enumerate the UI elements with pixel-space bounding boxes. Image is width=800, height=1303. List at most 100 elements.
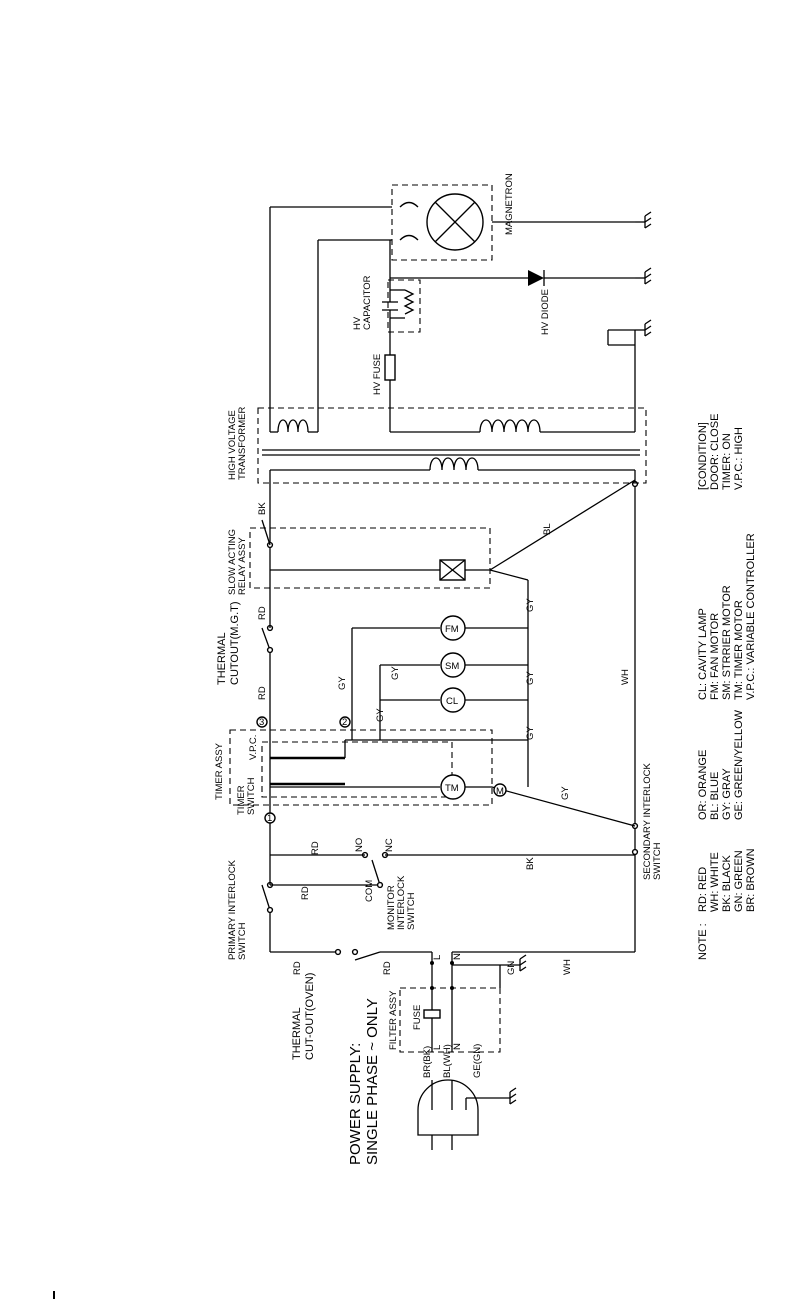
terminal-2 <box>339 716 351 728</box>
monitor-no: NO <box>354 838 365 852</box>
vpc-label: V.P.C. <box>248 735 259 760</box>
wire-label-gy: GY <box>525 726 536 740</box>
filter-l-top: L <box>432 955 443 960</box>
ground-icon <box>635 267 652 285</box>
magnetron-label: MAGNETRON <box>504 173 515 235</box>
condition-item: DOOR: CLOSE <box>709 414 721 490</box>
plug-wire-ge: GE(GN) <box>472 1044 483 1078</box>
terminal-3-label: 3 <box>259 717 264 728</box>
condition-item: [CONDITION] <box>697 422 709 490</box>
note-col2-item: GY: GRAY <box>721 768 733 820</box>
note-col3-item: V.P.C.: VARIABLE CONTROLLER <box>745 533 757 700</box>
hv-fuse-icon <box>384 354 396 381</box>
ground-icon <box>500 954 527 972</box>
wire-label-gy: GY <box>560 786 571 800</box>
secondary-interlock-line2: SWITCH <box>652 842 663 880</box>
stirrer-motor-icon <box>440 652 466 678</box>
cavity-lamp-label: CL <box>446 696 458 707</box>
terminal-1-label: 1 <box>267 813 272 824</box>
monitor-switch-line3: SWITCH <box>406 892 417 930</box>
condition-item: TIMER: ON <box>721 433 733 490</box>
wire-label-bk: BK <box>257 502 268 515</box>
ground-icon <box>635 319 652 337</box>
note-col1-item: GN: GREEN <box>733 850 745 912</box>
condition-item: V.P.C.: HIGH <box>733 427 745 490</box>
thermal-mgt-line2: CUTOUT(M.G.T) <box>229 601 241 685</box>
monitor-switch-line1: MONITOR <box>386 885 397 930</box>
timer-motor-icon <box>440 774 466 800</box>
terminal-3 <box>256 716 268 728</box>
hv-fuse-label: HV FUSE <box>372 354 383 395</box>
timer-switch-line2: SWITCH <box>246 777 257 815</box>
note-col2-item: OR: ORANGE <box>697 750 709 820</box>
thermal-mgt-line1: THERMAL <box>216 632 228 685</box>
cavity-lamp-icon <box>440 687 466 713</box>
relay-assy: SLOW ACTING RELAY ASSY <box>227 519 491 595</box>
secondary-coil <box>479 419 541 433</box>
note-col3-item: CL: CAVITY LAMP <box>697 608 709 700</box>
monitor-switch-line2: INTERLOCK <box>396 875 407 930</box>
note-col1-item: BR: BROWN <box>745 848 757 912</box>
filter-l-bottom: L <box>432 1045 443 1050</box>
wire-label-wh: WH <box>562 959 573 975</box>
primary-interlock-line1: PRIMARY INTERLOCK <box>227 859 238 960</box>
ground-icon <box>509 1087 517 1105</box>
wire-label-gy: GY <box>337 676 348 690</box>
bus-wires <box>261 469 639 988</box>
timer-m-label: M <box>496 786 504 797</box>
hv-diode-icon <box>528 270 544 286</box>
hv-capacitor-line2: CAPACITOR <box>362 275 373 330</box>
wire-label-rd: RD <box>300 886 311 900</box>
filter-fuse-label: FUSE <box>412 1005 423 1030</box>
stirrer-motor-label: SM <box>445 661 459 672</box>
wire-label-gy: GY <box>525 671 536 685</box>
filter-title: FILTER ASSY <box>388 990 399 1050</box>
transformer-line1: HIGH VOLTAGE <box>227 410 238 480</box>
fan-motor-icon <box>440 615 466 641</box>
terminal-1 <box>264 812 276 824</box>
power-supply-line1: POWER SUPPLY: <box>347 1043 364 1165</box>
wire-label-rd: RD <box>292 961 303 975</box>
plug-icon <box>417 1079 479 1136</box>
thermal-oven-line1: THERMAL <box>291 1007 303 1060</box>
relay-line2: RELAY ASSY <box>237 537 248 595</box>
filter-gn: GN <box>506 961 517 975</box>
power-supply: POWER SUPPLY: SINGLE PHASE ~ ONLY BR(BK)… <box>347 998 517 1165</box>
wire-label-wh: WH <box>620 669 631 685</box>
timer-assy-label: TIMER ASSY <box>214 742 225 800</box>
wire-label-rd: RD <box>310 841 321 855</box>
fan-motor-label: FM <box>445 624 459 635</box>
note-col1-item: RD: RED <box>697 867 709 912</box>
wire-label-gy: GY <box>525 598 536 612</box>
secondary-interlock-line1: SECONDARY INTERLOCK <box>642 762 653 880</box>
note-col1-item: WH: WHITE <box>709 852 721 912</box>
primary-coil <box>429 457 479 471</box>
filter-fuse-symbol <box>423 1009 441 1019</box>
primary-interlock-line2: SWITCH <box>237 922 248 960</box>
wire-label-gy: GY <box>375 708 386 722</box>
note-col3-item: SM: STRRIER MOTOR <box>721 585 733 700</box>
wire-label-rd: RD <box>257 686 268 700</box>
timer-m-terminal <box>493 783 507 797</box>
hv-capacitor-line1: HV <box>352 316 363 330</box>
condition-block: [CONDITION] DOOR: CLOSE TIMER: ON V.P.C.… <box>697 414 745 490</box>
power-supply-line2: SINGLE PHASE ~ ONLY <box>364 998 381 1165</box>
filter-n-bottom: N <box>452 1043 463 1050</box>
filter-n-top: N <box>452 953 463 960</box>
filament-coil <box>277 419 309 433</box>
timer-assy: TIMER ASSY TIMER SWITCH V.P.C. TM M <box>214 729 507 815</box>
wire-label-bk: BK <box>525 857 536 870</box>
wire-label-rd: RD <box>382 961 393 975</box>
plug-wire-br: BR(BK) <box>422 1046 433 1078</box>
timer-motor-label: TM <box>445 783 459 794</box>
transformer-line2: TRANSFORMER <box>237 407 248 481</box>
relay-line1: SLOW ACTING <box>227 529 238 595</box>
wire-label-bl: BL <box>542 523 553 535</box>
loads: CL SM FM <box>440 615 466 713</box>
note-col1-item: BK: BLACK <box>721 854 733 912</box>
scan-mark <box>53 1291 55 1299</box>
thermal-oven-line2: CUT-OUT(OVEN) <box>304 973 316 1060</box>
monitor-com: COM <box>364 880 375 902</box>
hv-transformer: HIGH VOLTAGE TRANSFORMER <box>227 407 647 484</box>
